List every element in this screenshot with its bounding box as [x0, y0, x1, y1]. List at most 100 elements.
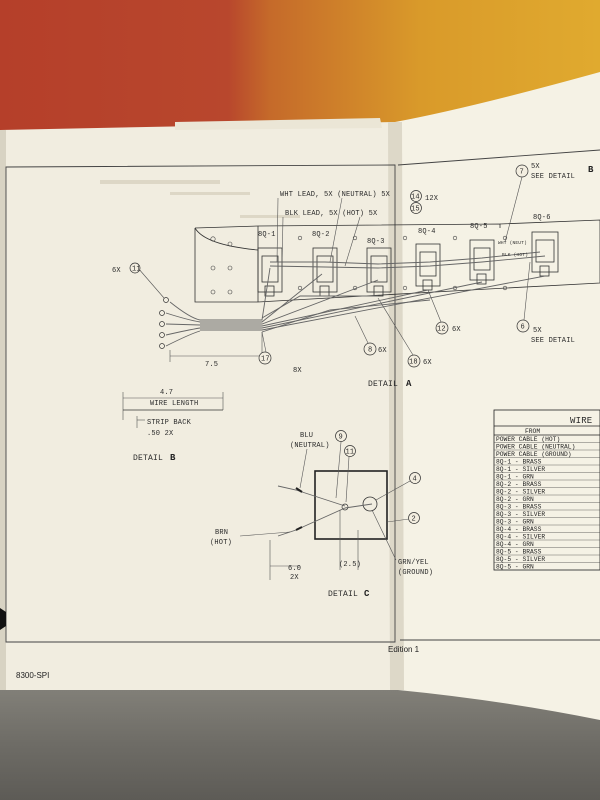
balloon-18-text: 18	[409, 359, 418, 367]
switch-label-8q4: 8Q-4	[418, 228, 436, 236]
wire-table-row: 8Q-4 - GRN	[496, 541, 534, 548]
balloon-8	[363, 342, 377, 356]
qty-12x: 12X	[425, 195, 439, 203]
detail-b-dim-length: 4.7	[160, 389, 173, 397]
balloon-2-text: 2	[412, 516, 416, 524]
left-page-edge	[0, 130, 6, 690]
balloon-6-text: 6	[521, 324, 525, 332]
brn-sub: (HOT)	[210, 539, 232, 547]
page-edge-marker	[0, 608, 6, 630]
detail-b-title: DETAIL	[133, 454, 163, 463]
blu-sub: (NEUTRAL)	[290, 442, 330, 450]
balloon-4	[409, 472, 421, 484]
wire-length-label: WIRE LENGTH	[150, 400, 198, 408]
detail-c-letter: C	[364, 589, 370, 599]
wire-table-row: 8Q-5 - SILVER	[496, 556, 545, 563]
wire-table-title: WIRE	[570, 416, 592, 426]
grn-label: GRN/YEL	[398, 559, 429, 567]
grn-sub: (GROUND)	[398, 569, 433, 577]
see-detail-c-label: SEE DETAIL	[531, 337, 575, 345]
balloon-11-c-text: 11	[346, 449, 355, 457]
balloon-8-text: 8	[368, 347, 372, 355]
wire-table-row: 8Q-5 - GRN	[496, 564, 534, 571]
switch-label-8q5: 8Q-5	[470, 223, 488, 231]
qty-6x-b8: 6X	[378, 347, 387, 355]
power-cable-leads	[165, 301, 201, 347]
wire-table-row: 8Q-3 - SILVER	[496, 511, 545, 518]
balloon-12	[435, 321, 449, 335]
balloon-4-text: 4	[413, 476, 417, 484]
switch-8q3	[366, 247, 392, 297]
wire-table-row: 8Q-2 - BRASS	[496, 481, 542, 488]
footer-doc-number: 8300-SPI	[16, 671, 49, 680]
switch-label-8q1: 8Q-1	[258, 231, 276, 239]
see-detail-b-label: SEE DETAIL	[531, 173, 575, 181]
strip-back-dim: .50 2X	[147, 430, 174, 438]
qty-8x: 8X	[293, 367, 302, 375]
bleed-through	[100, 180, 300, 218]
blk-hot-tag: BLK (HOT)	[502, 252, 528, 258]
detail-c-title: DETAIL	[328, 590, 358, 599]
drawing-border-left	[5, 164, 396, 643]
balloon-6	[516, 319, 530, 333]
wire-table-row: POWER CABLE (GROUND)	[496, 451, 572, 458]
switch-8q2	[312, 247, 338, 297]
qty-6x-left: 6X	[112, 267, 121, 275]
wire-table-row: 8Q-1 - SILVER	[496, 466, 545, 473]
wire-table-row: 8Q-3 - BRASS	[496, 504, 542, 511]
detail-a: 8Q-1 8Q-2 8Q-3 8Q-4 8Q-5 8Q-6	[112, 163, 600, 389]
balloon-11-a-text: 11	[132, 266, 141, 274]
qty-6x-b18: 6X	[423, 359, 432, 367]
gutter-shadow	[388, 122, 404, 690]
see-detail-b-qty: 5X	[531, 163, 540, 171]
balloon-17	[258, 351, 272, 365]
balloon-9-text: 9	[339, 434, 343, 442]
blk-lead-label: BLK LEAD, 5X (HOT) 5X	[285, 210, 378, 218]
wire-harness	[200, 251, 546, 333]
dim-2-5: (2.5)	[339, 561, 361, 569]
switch-8q1	[257, 247, 283, 297]
dim-6-0: 6.0	[288, 565, 301, 573]
detail-c: BLU (NEUTRAL) BRN (HOT) 9 11 4 2 6.0 2X …	[210, 430, 433, 599]
wht-lead-label: WHT LEAD, 5X (NEUTRAL) 5X	[280, 191, 391, 199]
see-detail-c-qty: 5X	[533, 327, 542, 335]
switch-8q6	[531, 231, 559, 277]
brn-label: BRN	[215, 529, 228, 537]
wire-table-row: 8Q-1 - BRASS	[496, 459, 542, 466]
wire-table-row: 8Q-1 - GRN	[496, 474, 534, 481]
switch-label-8q3: 8Q-3	[367, 238, 385, 246]
wire-table-row: POWER CABLE (NEUTRAL)	[496, 444, 575, 451]
wire-table-row: 8Q-4 - BRASS	[496, 526, 542, 533]
wire-table-row: POWER CABLE (HOT)	[496, 436, 560, 443]
balloon-18	[407, 354, 421, 368]
balloon-11-c	[344, 445, 356, 457]
detail-b: 4.7 WIRE LENGTH STRIP BACK .50 2X DETAIL…	[122, 389, 224, 463]
detail-b-letter: B	[170, 453, 176, 463]
left-page	[0, 122, 398, 690]
detail-c-box	[314, 470, 388, 540]
detail-a-title: DETAIL	[368, 380, 398, 389]
qty-6x-b12: 6X	[452, 326, 461, 334]
balloon-14-text: 14	[411, 194, 420, 202]
wire-table-header-from: FROM	[525, 428, 540, 435]
balloon-9	[335, 430, 347, 442]
drawing-border-right	[397, 149, 600, 641]
strip-back-label: STRIP BACK	[147, 419, 192, 427]
balloon-7-text: 7	[520, 169, 524, 177]
dim-2x: 2X	[290, 574, 299, 582]
balloon-2	[408, 512, 420, 524]
wire-table-row: 8Q-4 - SILVER	[496, 534, 545, 541]
wht-neut-tag: WHT (NEUT)	[498, 240, 527, 246]
balloon-15-text: 15	[411, 206, 420, 214]
wire-table-row: 8Q-2 - SILVER	[496, 489, 545, 496]
dim-7-5: 7.5	[205, 361, 218, 369]
balloon-14	[410, 190, 422, 202]
wire-table-row: 8Q-3 - GRN	[496, 519, 534, 526]
balloon-11-a	[129, 262, 141, 274]
balloon-12-text: 12	[437, 326, 446, 334]
ring-terminals	[159, 297, 169, 349]
switch-8q5	[469, 239, 495, 285]
blu-label: BLU	[300, 432, 313, 440]
footer-edition: Edition 1	[388, 645, 420, 654]
balloon-17-text: 17	[261, 356, 270, 364]
